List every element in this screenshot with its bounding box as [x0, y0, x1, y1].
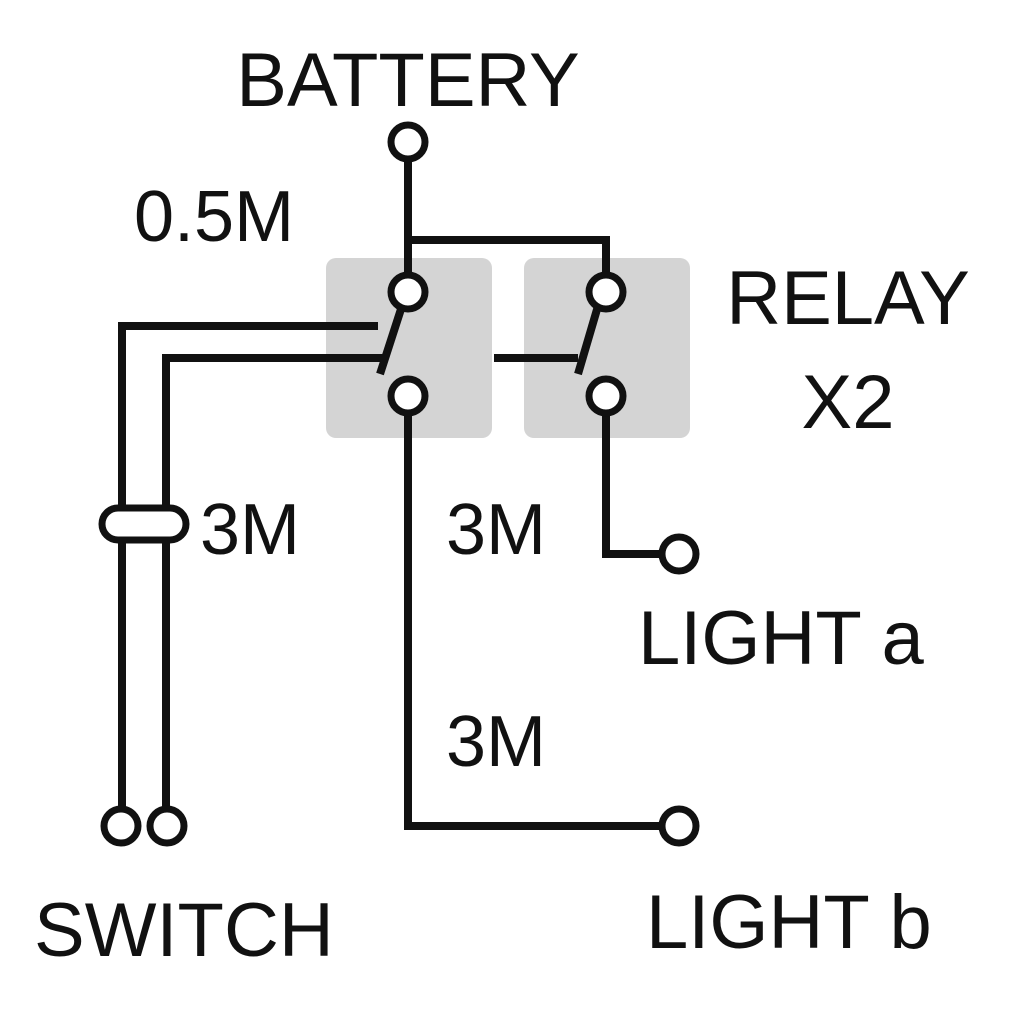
battery-label: BATTERY	[236, 38, 579, 123]
switch-wire-length-label: 3M	[200, 490, 300, 570]
relay-2-bottom-terminal	[585, 375, 627, 417]
relay-label: RELAY	[726, 256, 970, 341]
battery-wire-length-label: 0.5M	[134, 177, 294, 257]
relay-2-blade	[574, 304, 602, 376]
relay-1-bottom-terminal	[387, 375, 429, 417]
switch-wire-2	[162, 354, 384, 810]
battery-branch-wire	[408, 236, 610, 272]
relay-2-top-terminal	[585, 271, 627, 313]
relay-1-blade	[376, 304, 406, 376]
relay-2-box	[524, 258, 690, 438]
battery-terminal	[387, 121, 429, 163]
light-b-wire	[404, 412, 662, 830]
relay-1-box	[326, 258, 492, 438]
light-a-terminal	[658, 533, 700, 575]
light-b-terminal	[658, 805, 700, 847]
light-b-wire-length-label: 3M	[446, 702, 546, 782]
switch-wire-1	[118, 322, 378, 810]
relay-count-label: X2	[802, 360, 895, 445]
light-b-label: LIGHT b	[646, 880, 932, 965]
light-a-label: LIGHT a	[638, 596, 925, 681]
relay-1-top-terminal	[387, 271, 429, 313]
switch-label: SWITCH	[34, 888, 334, 973]
cable-tie	[98, 504, 190, 544]
switch-terminal-1	[100, 805, 142, 847]
light-a-wire-length-label: 3M	[446, 490, 546, 570]
switch-terminal-2	[146, 805, 188, 847]
light-a-wire	[602, 412, 662, 558]
